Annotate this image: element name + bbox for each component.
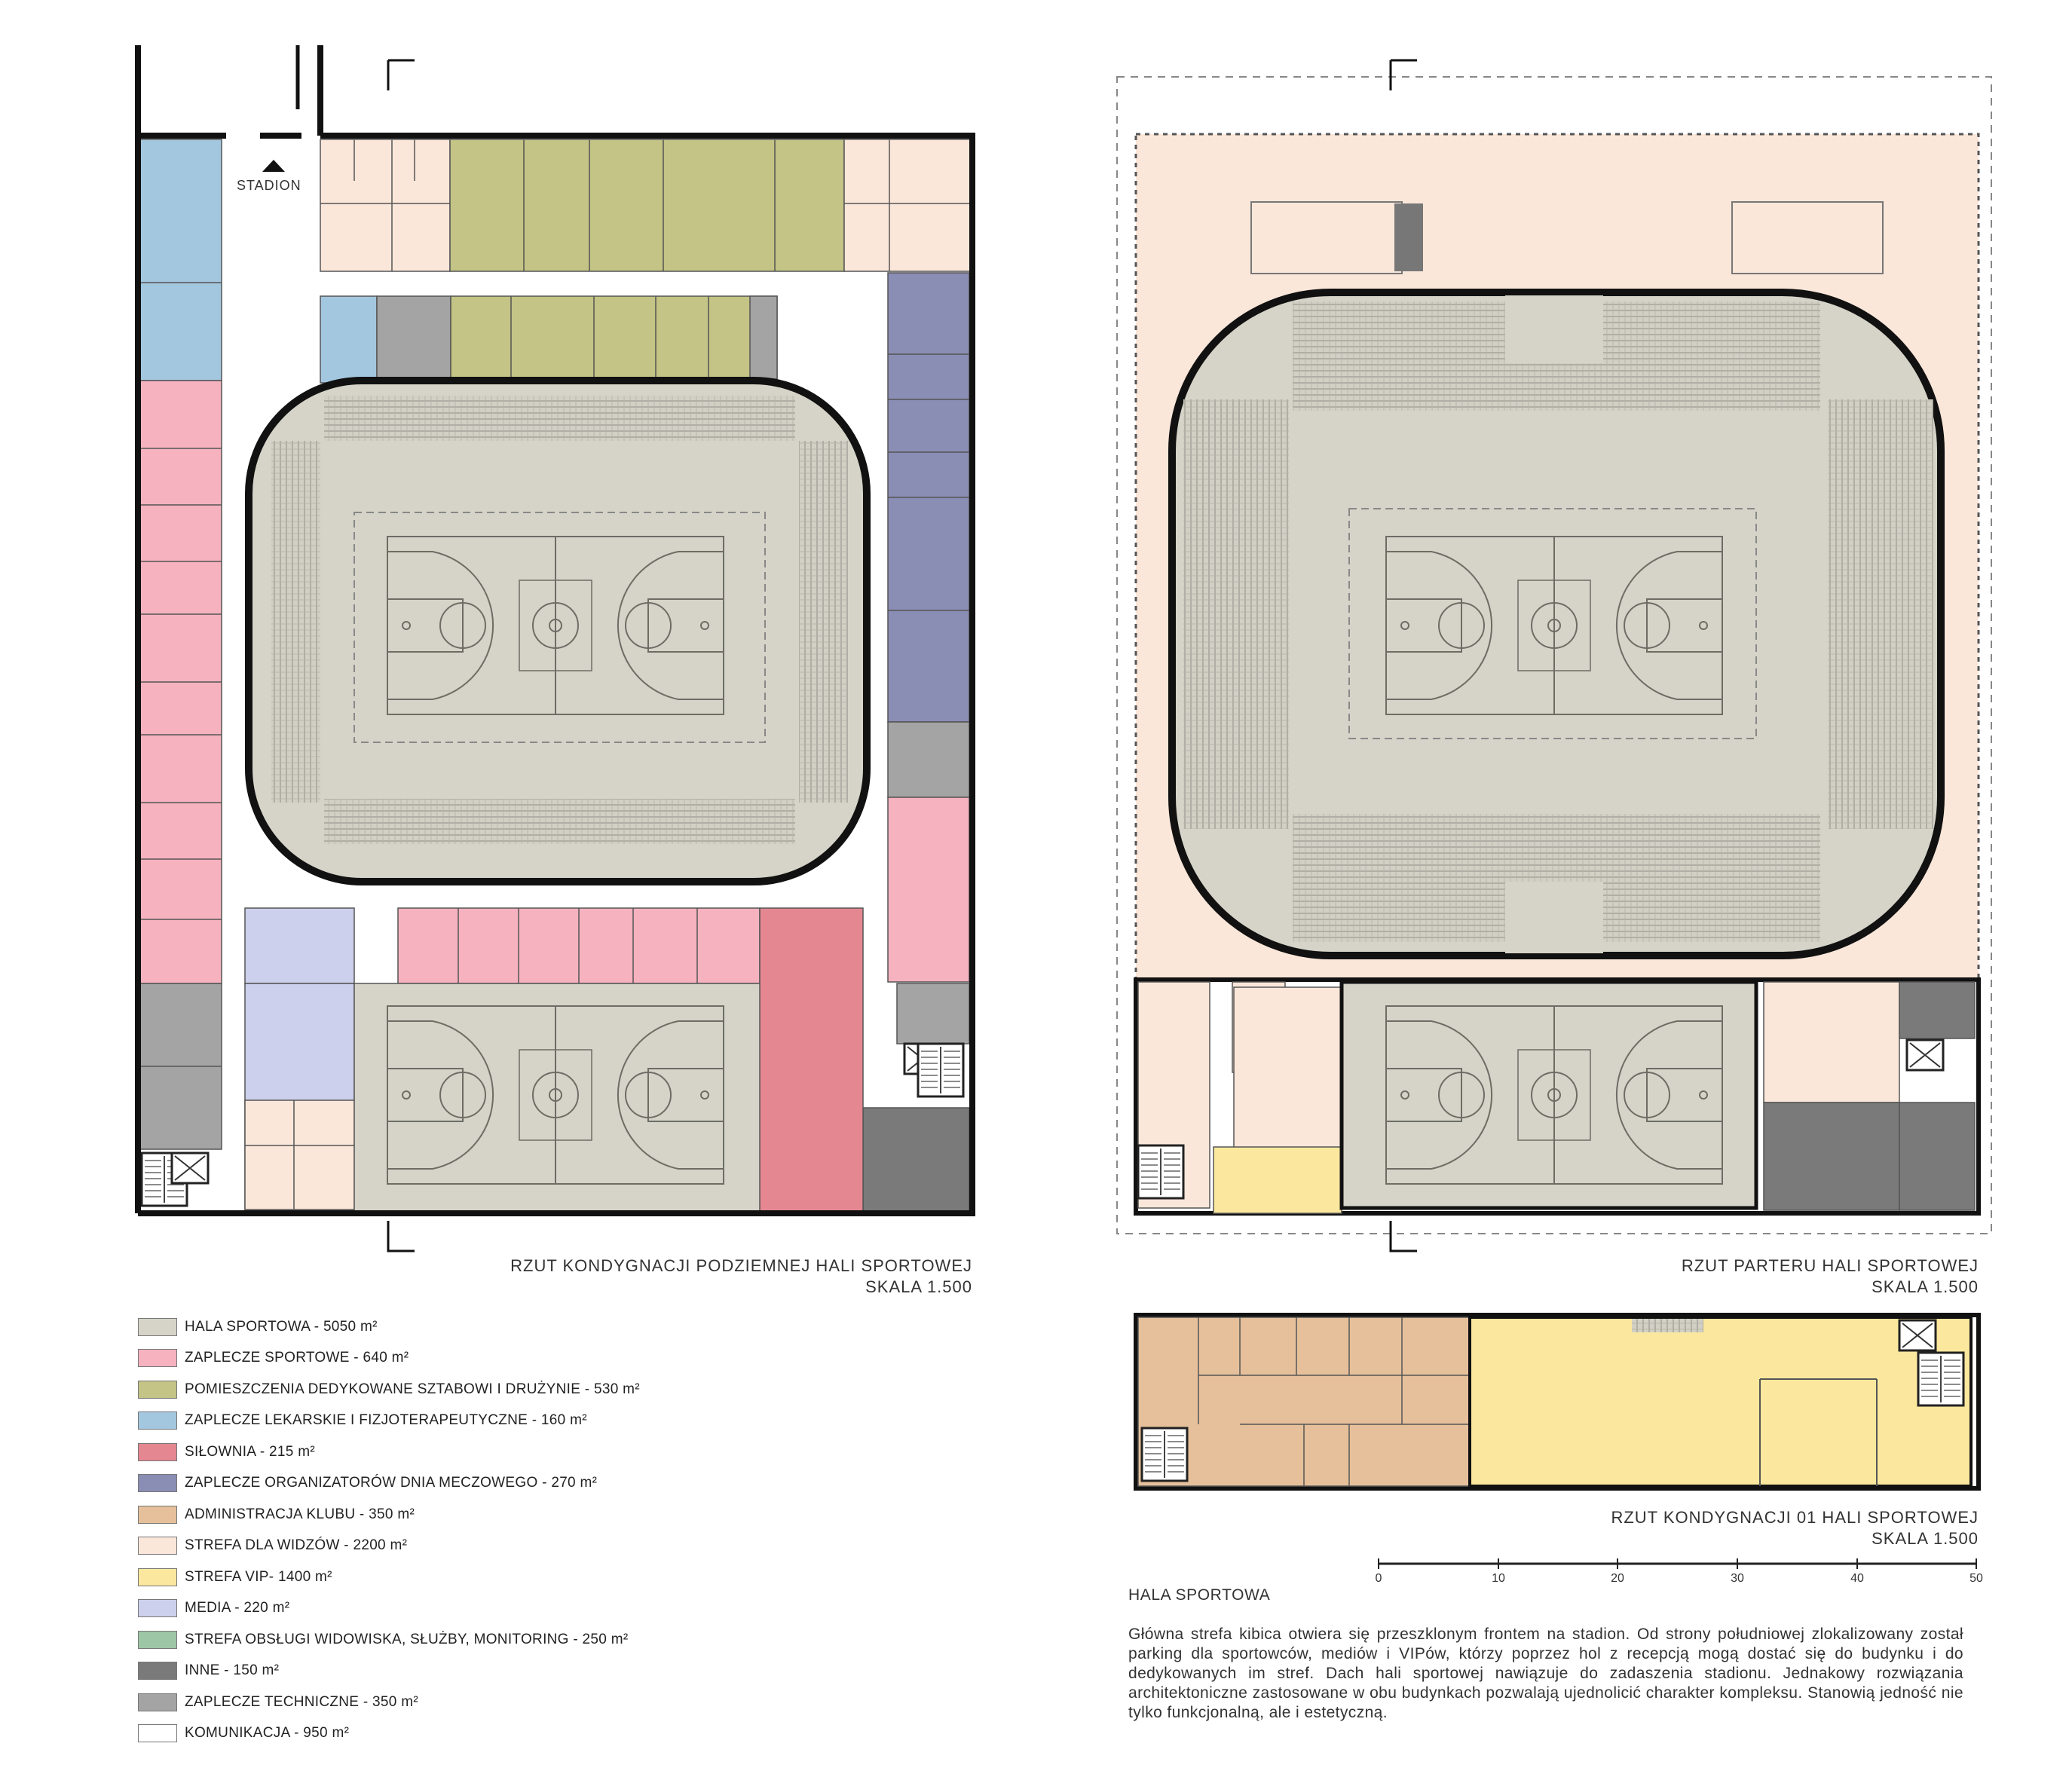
legend-swatch (138, 1474, 177, 1493)
first-floor-plan (1134, 1313, 1981, 1491)
description-text: Główna strefa kibica otwiera się przeszk… (1128, 1626, 1963, 1721)
legend-label: STREFA VIP- 1400 m² (185, 1568, 332, 1585)
legend-label: ZAPLECZE TECHNICZNE - 350 m² (185, 1693, 418, 1710)
legend-swatch (138, 1662, 177, 1681)
basement-plan-title-text: RZUT KONDYGNACJI PODZIEMNEJ HALI SPORTOW… (510, 1256, 972, 1275)
legend-item: INNE - 150 m² (138, 1656, 640, 1687)
basement-plan-title: RZUT KONDYGNACJI PODZIEMNEJ HALI SPORTOW… (445, 1255, 972, 1298)
legend-label: KOMUNIKACJA - 950 m² (185, 1725, 350, 1742)
legend-swatch (138, 1567, 177, 1586)
legend-swatch (138, 1724, 177, 1743)
legend-label: ZAPLECZE LEKARSKIE I FIZJOTERAPEUTYCZNE … (185, 1412, 587, 1429)
legend-item: POMIESZCZENIA DEDYKOWANE SZTABOWI I DRUŻ… (138, 1374, 640, 1405)
legend-label: ZAPLECZE ORGANIZATORÓW DNIA MECZOWEGO - … (185, 1475, 598, 1491)
first-plan-scale: SKALA 1.500 (1872, 1529, 1979, 1548)
legend-item: ADMINISTRACJA KLUBU - 350 m² (138, 1499, 640, 1531)
legend-item: ZAPLECZE LEKARSKIE I FIZJOTERAPEUTYCZNE … (138, 1405, 640, 1437)
legend-swatch (138, 1537, 177, 1555)
legend-item: ZAPLECZE SPORTOWE - 640 m² (138, 1343, 640, 1375)
scale-tick-50: 50 (1969, 1572, 1983, 1585)
scale-bar (1378, 1558, 1977, 1569)
legend-label: STREFA OBSŁUGI WIDOWISKA, SŁUŻBY, MONITO… (185, 1631, 629, 1647)
legend-item: STREFA DLA WIDZÓW - 2200 m² (138, 1531, 640, 1562)
scale-tick-20: 20 (1611, 1572, 1624, 1585)
legend-swatch (138, 1349, 177, 1368)
legend-item: STREFA VIP- 1400 m² (138, 1561, 640, 1593)
legend-item: STREFA OBSŁUGI WIDOWISKA, SŁUŻBY, MONITO… (138, 1624, 640, 1656)
legend-swatch (138, 1411, 177, 1430)
legend-swatch (138, 1693, 177, 1711)
legend-swatch (138, 1442, 177, 1461)
legend-swatch (138, 1317, 177, 1336)
ground-plan-title-text: RZUT PARTERU HALI SPORTOWEJ (1681, 1256, 1979, 1275)
legend-item: SIŁOWNIA - 215 m² (138, 1436, 640, 1468)
ground-plan (1116, 59, 1992, 1252)
legend-label: POMIESZCZENIA DEDYKOWANE SZTABOWI I DRUŻ… (185, 1381, 640, 1397)
ground-plan-title: RZUT PARTERU HALI SPORTOWEJ SKALA 1.500 (1451, 1255, 1979, 1298)
scale-tick-0: 0 (1375, 1572, 1382, 1585)
legend-item: ZAPLECZE ORGANIZATORÓW DNIA MECZOWEGO - … (138, 1468, 640, 1500)
legend-item: HALA SPORTOWA - 5050 m² (138, 1311, 640, 1343)
legend-swatch (138, 1599, 177, 1618)
legend-item: KOMUNIKACJA - 950 m² (138, 1718, 640, 1750)
legend-label: ADMINISTRACJA KLUBU - 350 m² (185, 1506, 415, 1522)
legend-swatch (138, 1380, 177, 1399)
legend-label: ZAPLECZE SPORTOWE - 640 m² (185, 1350, 409, 1366)
legend-label: STREFA DLA WIDZÓW - 2200 m² (185, 1537, 408, 1554)
basement-plan-scale: SKALA 1.500 (865, 1277, 972, 1296)
basement-plan (135, 45, 975, 1252)
first-plan-title: RZUT KONDYGNACJI 01 HALI SPORTOWEJ SKALA… (1451, 1507, 1979, 1549)
legend-label: INNE - 150 m² (185, 1662, 280, 1679)
legend: HALA SPORTOWA - 5050 m² ZAPLECZE SPORTOW… (138, 1311, 640, 1749)
first-plan-title-text: RZUT KONDYGNACJI 01 HALI SPORTOWEJ (1611, 1508, 1979, 1527)
legend-item: MEDIA - 220 m² (138, 1593, 640, 1625)
legend-item: ZAPLECZE TECHNICZNE - 350 m² (138, 1687, 640, 1718)
legend-label: HALA SPORTOWA - 5050 m² (185, 1318, 378, 1335)
ground-plan-scale: SKALA 1.500 (1872, 1277, 1979, 1296)
scale-tick-10: 10 (1492, 1572, 1505, 1585)
scale-tick-30: 30 (1731, 1572, 1744, 1585)
legend-swatch (138, 1630, 177, 1649)
legend-swatch (138, 1505, 177, 1524)
scale-tick-40: 40 (1850, 1572, 1864, 1585)
entrance-label: STADION (237, 178, 301, 193)
description-title: HALA SPORTOWA (1128, 1586, 1271, 1604)
legend-label: MEDIA - 220 m² (185, 1600, 290, 1616)
legend-label: SIŁOWNIA - 215 m² (185, 1443, 315, 1460)
